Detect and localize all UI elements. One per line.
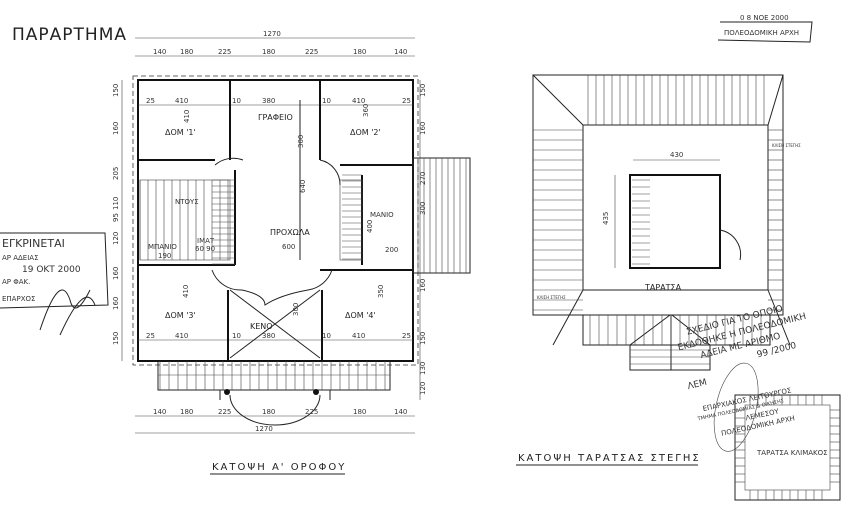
inner-dim-label: 410: [175, 97, 188, 105]
first-floor-title: ΚΑΤΟΨΗ Α' ΟΡΟΦΟΥ: [212, 462, 346, 473]
left-dim-label: 160: [112, 267, 120, 280]
hall-length: 640: [299, 180, 307, 193]
dim-200: 200: [385, 246, 398, 254]
bottom-dim-label: 180: [262, 408, 275, 416]
left-dim-label: 160: [112, 297, 120, 310]
bed3-height: 410: [182, 285, 190, 298]
file-label: ΑΡ ΦΑΚ.: [2, 278, 30, 286]
bed4-height: 350: [377, 285, 385, 298]
right-dim-label: 150: [419, 332, 427, 345]
inner-dim-label: 25: [402, 332, 411, 340]
top-dim-label: 180: [180, 48, 193, 56]
stamp-authority: ΠΟΛΕΟΔΟΜΙΚΗ ΑΡΧΗ: [724, 29, 799, 37]
room-label-bed3: ΔΟΜ '3': [165, 311, 196, 320]
bottom-dim-label: 180: [353, 408, 366, 416]
right-dim-label: 150: [419, 84, 427, 97]
right-dim-label: 160: [419, 122, 427, 135]
roof-depth: 435: [602, 212, 610, 225]
inner-dim-label: 25: [146, 97, 155, 105]
approval-title: ΕΓΚΡΙΝΕΤΑΙ: [2, 237, 65, 250]
permit-plan-stamp: ΣΧΕΔΙΟ ΓΙΑ ΤΟ ΟΠΟΙΟ ΕΚΔΟΘΗΚΕ Η ΠΟΛΕΟΔΟΜΙ…: [677, 304, 807, 392]
total-width-top: 1270: [263, 30, 281, 38]
left-dim-label: 160: [112, 122, 120, 135]
bed1-height: 410: [183, 110, 191, 123]
top-dim-label: 180: [353, 48, 366, 56]
inner-dim-label: 10: [232, 332, 241, 340]
room-label-shower: ΝΤΟΥΣ: [175, 198, 199, 206]
left-dim-label: 95: [112, 213, 120, 222]
slope-label-left: ΚΛΙΣΗ ΣΤΕΓΗΣ: [537, 295, 566, 300]
officer-label: ΕΠΑΡΧΟΣ: [2, 295, 35, 303]
room-label-void: ΚΕΝΟ: [250, 322, 273, 331]
inner-dim-label: 10: [322, 97, 331, 105]
inner-dim-label: 380: [262, 97, 275, 105]
right-dim-label: 270: [419, 172, 427, 185]
top-dim-label: 180: [262, 48, 275, 56]
room-label-office: ΓΡΑΦΕΙΟ: [258, 113, 293, 122]
total-width-bottom: 1270: [255, 425, 273, 433]
bottom-dim-label: 180: [180, 408, 193, 416]
right-dim-label: 130: [419, 362, 427, 375]
hall-width: 600: [282, 243, 295, 251]
stamp-date: 0 8 ΝΟΕ 2000: [740, 14, 789, 22]
roof-width: 430: [670, 151, 683, 159]
approval-stamp: ΕΓΚΡΙΝΕΤΑΙ ΑΡ ΑΔΕΙΑΣ 19 ΟΚΤ 2000 ΑΡ ΦΑΚ.…: [0, 232, 109, 336]
top-dim-label: 140: [394, 48, 407, 56]
right-dim-label: 120: [419, 382, 427, 395]
left-dim-label: 150: [112, 332, 120, 345]
inner-dim-label: 25: [402, 97, 411, 105]
bath-dim: 190: [158, 252, 171, 260]
inner-dim-label: 410: [352, 332, 365, 340]
right-dim-label: 160: [419, 279, 427, 292]
room-label-bed4: ΔΟΜ '4': [345, 311, 376, 320]
top-dim-label: 140: [153, 48, 166, 56]
room-label-bath2: ΜΑΝΙΟ: [370, 211, 394, 219]
inner-dim-label: 10: [232, 97, 241, 105]
terrace-label: ΤΑΡΑΤΣΑ: [644, 283, 682, 292]
room-label-bath: ΜΠΑΝΙΟ: [148, 243, 177, 251]
inner-dim-label: 25: [146, 332, 155, 340]
inner-dim-label: 410: [175, 332, 188, 340]
top-dim-label: 225: [218, 48, 231, 56]
inner-dim-label: 380: [262, 332, 275, 340]
void-height: 300: [292, 303, 300, 316]
roof-plan-title: ΚΑΤΟΨΗ ΤΑΡΑΤΣΑΣ ΣΤΕΓΗΣ: [518, 453, 701, 464]
closet-dims: 60 90: [195, 245, 215, 253]
bottom-dim-label: 225: [305, 408, 318, 416]
bottom-dim-label: 140: [394, 408, 407, 416]
left-dim-label: 205: [112, 167, 120, 180]
top-right-stamp: 0 8 ΝΟΕ 2000 ΠΟΛΕΟΔΟΜΙΚΗ ΑΡΧΗ: [717, 14, 813, 43]
slope-label-right: ΚΛΙΣΗ ΣΤΕΓΗΣ: [772, 143, 801, 148]
district-officer-stamp: ΕΠΑΡΧΙΑΚΟΣ ΛΕΙΤΟΥΡΓΟΣ ΤΜΗΜΑ ΠΟΛΕΟΔΟΜΙΑΣ …: [696, 362, 796, 452]
left-dim-label: 110: [112, 197, 120, 210]
office-height: 300: [297, 135, 305, 148]
first-floor-plan: 1270 140 180 225 180 225 180 140 25 410 10 380 10 4…: [112, 30, 471, 475]
permit-label: ΑΡ ΑΔΕΙΑΣ: [2, 254, 39, 262]
left-dim-label: 120: [112, 232, 120, 245]
bed2-height: 360: [362, 104, 370, 117]
stair-roof-label: ΤΑΡΑΤΣΑ ΚΛΙΜΑΚΟΣ: [756, 449, 828, 457]
top-dim-label: 225: [305, 48, 318, 56]
inner-dim-label: 10: [322, 332, 331, 340]
room-label-bed1: ΔΟΜ '1': [165, 128, 196, 137]
dim-400: 400: [366, 220, 374, 233]
approval-date: 19 ΟΚΤ 2000: [22, 265, 81, 275]
room-label-closet: ΙΜΑΤ: [197, 237, 215, 245]
permit-district: ΛΕΜ: [687, 378, 708, 392]
inner-dim-label: 410: [352, 97, 365, 105]
right-dim-label: 300: [419, 202, 427, 215]
room-label-hall: ΠΡΟΧΩΛΑ: [270, 228, 310, 237]
bottom-dim-label: 225: [218, 408, 231, 416]
sheet-label: ΠΑΡΑΡΤΗΜΑ: [12, 25, 127, 45]
room-label-bed2: ΔΟΜ '2': [350, 128, 381, 137]
bottom-dim-label: 140: [153, 408, 166, 416]
left-dim-label: 150: [112, 84, 120, 97]
roof-plan: 430 435 ΤΑΡΑΤΣΑ ΚΛΙΣΗ ΣΤΕΓΗΣ ΚΛΙΣΗ ΣΤΕΓΗ…: [516, 74, 841, 501]
